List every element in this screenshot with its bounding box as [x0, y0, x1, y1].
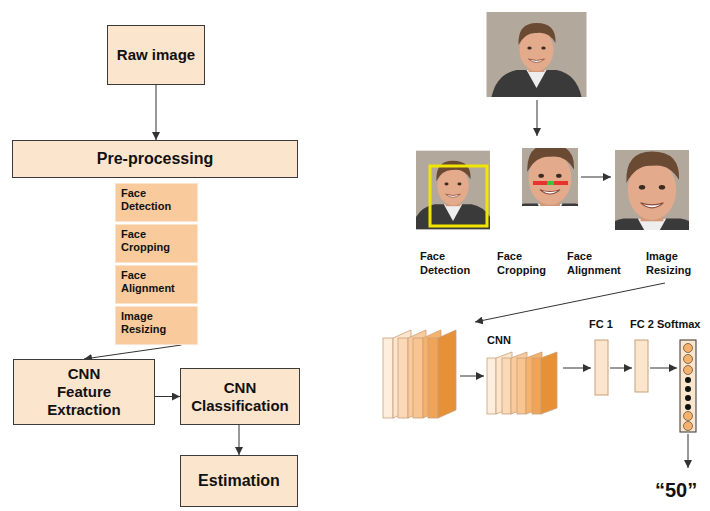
output-value: “50”	[655, 478, 697, 503]
eye-line	[533, 183, 568, 184]
output-box: Estimation	[180, 455, 298, 507]
flow-arrow	[239, 425, 240, 455]
aligned-photo	[581, 136, 710, 257]
softmax-layer	[680, 340, 696, 432]
flow-arrow	[156, 85, 157, 140]
step-box: Image Resizing	[115, 306, 198, 345]
fc-layer	[595, 340, 608, 395]
step-box: Face Detection	[115, 183, 198, 222]
node-text: Estimation	[198, 471, 280, 490]
step-label: Face Cropping	[497, 250, 562, 278]
layer-label: CNN	[487, 334, 511, 348]
detection-box	[430, 166, 487, 226]
layer-label: Softmax	[657, 318, 700, 332]
process-box: CNN Classification	[180, 368, 300, 425]
input-box: Raw image	[107, 25, 205, 85]
process-box: CNN Feature Extraction	[13, 359, 155, 425]
node-text: Pre-processing	[97, 149, 213, 168]
node-text: CNN Feature Extraction	[40, 365, 128, 419]
node-text: CNN Classification	[185, 379, 295, 415]
step-box: Face Cropping	[115, 224, 198, 263]
flow-arrow	[155, 396, 180, 397]
fc-layer	[635, 340, 648, 392]
layer-label: FC 1	[589, 318, 613, 332]
step-box: Face Alignment	[115, 265, 198, 304]
node-text: Face Cropping	[121, 228, 183, 254]
node-text: Face Detection	[121, 187, 183, 213]
detection-photo	[407, 151, 500, 230]
node-text: Image Resizing	[121, 310, 183, 336]
step-label: Face Alignment	[567, 250, 632, 278]
node-text: Raw image	[117, 46, 195, 64]
cnn-layers	[383, 330, 456, 418]
cropped-photo	[487, 130, 613, 237]
step-label: Face Detection	[420, 250, 490, 278]
node-text: Face Alignment	[121, 269, 183, 295]
cnn-layers	[487, 352, 557, 414]
raw-photo	[487, 12, 587, 97]
layer-label: FC 2	[630, 318, 654, 332]
step-label: Image Resizing	[646, 250, 706, 278]
flow-arrow	[84, 345, 181, 359]
pipeline-arrows	[460, 100, 688, 468]
stage-band: Pre-processing	[12, 140, 298, 178]
